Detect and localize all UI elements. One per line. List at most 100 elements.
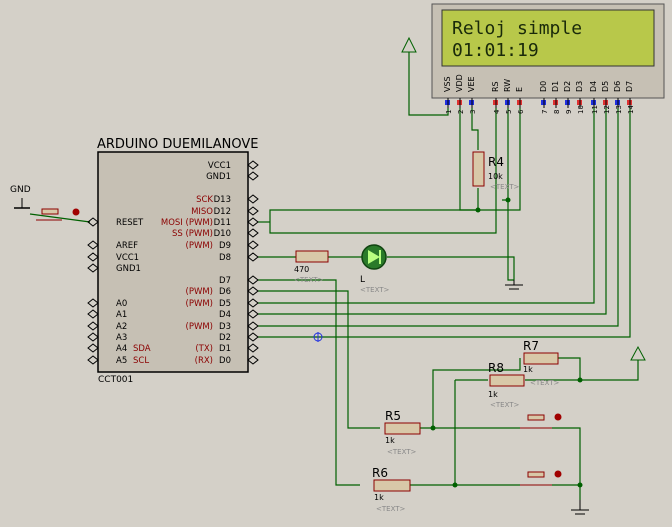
arduino-pin-terminal[interactable]: [247, 171, 259, 181]
r4-body: [472, 151, 485, 187]
pushbutton-1[interactable]: [520, 413, 562, 429]
arduino-pin-terminal[interactable]: [247, 160, 259, 170]
pushbutton-2[interactable]: [520, 470, 562, 486]
lcd-pin-label: D7: [625, 81, 634, 92]
r4-text: <TEXT>: [490, 183, 520, 191]
wire-led-gnd: [387, 256, 515, 280]
arduino-pin-terminal[interactable]: [247, 275, 259, 285]
arduino-pin-terminal[interactable]: [87, 332, 99, 342]
arduino-pin-label: D12: [214, 207, 231, 217]
arduino-pin-terminal[interactable]: [247, 355, 259, 365]
arduino-pin-terminal[interactable]: [87, 355, 99, 365]
arduino-pin-terminal[interactable]: [87, 343, 99, 353]
resistor-r5[interactable]: R5 1k <TEXT>: [384, 409, 421, 456]
ground-symbol-led: [505, 280, 523, 290]
arduino-pin-function: SCL: [133, 356, 149, 366]
junction: [475, 207, 481, 213]
arduino-pin-terminal[interactable]: [247, 194, 259, 204]
led-l[interactable]: L <TEXT>: [360, 244, 390, 294]
arduino-pin-terminal[interactable]: [87, 321, 99, 331]
led-label: L: [360, 275, 365, 285]
r8-value: 1k: [488, 390, 498, 399]
lcd-pin-label: D1: [551, 81, 560, 92]
arduino-pin-terminal[interactable]: [87, 240, 99, 250]
arduino-pin-function: (TX): [195, 344, 213, 354]
lcd-pin-number: 1: [445, 110, 453, 114]
arduino-pin-terminal[interactable]: [247, 286, 259, 296]
wire-d6: [258, 108, 619, 327]
r-led-text: <TEXT>: [294, 276, 324, 284]
wire-d4: [258, 108, 595, 304]
lcd-pin-number: 3: [469, 110, 477, 114]
lcd-pin-label: E: [515, 87, 524, 92]
r5-value: 1k: [385, 436, 395, 445]
wire-reset: [29, 213, 91, 223]
arduino-pin-label: D10: [214, 229, 231, 239]
arduino-pin-label: A1: [116, 310, 127, 320]
r6-body: [373, 479, 411, 492]
lcd-pin-number: 5: [505, 110, 513, 114]
arduino-pin-terminal[interactable]: [247, 309, 259, 319]
resistor-r6[interactable]: R6 1k <TEXT>: [372, 466, 411, 513]
resistor-led[interactable]: 470 <TEXT>: [294, 250, 329, 284]
arduino-pin-terminal[interactable]: [247, 252, 259, 262]
r7-label: R7: [523, 339, 539, 353]
r4-value: 10k: [488, 172, 503, 181]
arduino-pin-terminal[interactable]: [87, 252, 99, 262]
arduino-pin-function: SS (PWM): [172, 229, 213, 239]
arduino-pin-terminal[interactable]: [87, 263, 99, 273]
arduino-pin-label: D3: [219, 322, 231, 332]
led-text: <TEXT>: [360, 286, 390, 294]
arduino-pin-label: D4: [219, 310, 231, 320]
arduino-pin-terminal[interactable]: [247, 206, 259, 216]
button-indicator: [554, 470, 562, 478]
lcd-screen: [441, 9, 655, 67]
arduino-pin-label: GND1: [116, 264, 141, 274]
vcc-arrow-icon: [401, 36, 417, 53]
arduino-pin-terminal[interactable]: [247, 228, 259, 238]
lcd-pin-label: D4: [589, 81, 598, 92]
resistor-r8[interactable]: R8 1k <TEXT>: [488, 361, 525, 409]
r7-text: <TEXT>: [530, 379, 560, 387]
lcd-pin-label: VDD: [455, 74, 464, 92]
lcd-pin-label: D6: [613, 81, 622, 92]
lcd-pin-label: RS: [491, 81, 500, 92]
resistor-r4[interactable]: R4 10k <TEXT>: [472, 151, 520, 191]
lcd-pin-number: 6: [517, 109, 525, 114]
arduino-pin-terminal[interactable]: [87, 309, 99, 319]
arduino-pin-function: MOSI (PWM): [161, 218, 213, 228]
resistor-r7[interactable]: R7 1k <TEXT>: [523, 339, 560, 387]
arduino-board[interactable]: ARDUINO DUEMILANOVE CCT001 VCC1GND1D13SC…: [87, 137, 259, 385]
wire-gnd-link: [507, 200, 514, 281]
arduino-pin-label: D9: [219, 241, 231, 251]
reset-indicator: [72, 208, 80, 216]
arduino-pin-label: D8: [219, 253, 231, 263]
arduino-pin-terminal[interactable]: [247, 332, 259, 342]
reset-cap: [41, 208, 59, 215]
r8-text: <TEXT>: [490, 401, 520, 409]
arduino-pin-label: D2: [219, 333, 231, 343]
arduino-pin-terminal[interactable]: [247, 321, 259, 331]
lcd-pin-label: RW: [503, 79, 512, 92]
lcd-pin-number: 7: [541, 110, 549, 114]
wire-d5: [258, 108, 607, 315]
pushbutton-reset[interactable]: [36, 208, 80, 221]
lcd-line2: 01:01:19: [452, 40, 539, 61]
arduino-pin-label: D5: [219, 299, 231, 309]
lcd-display[interactable]: Reloj simple 01:01:19 VSS1VDD2VEE3RS4RW5…: [431, 3, 665, 114]
ground-symbol-buttons: [571, 500, 589, 515]
lcd-pin-label: VEE: [467, 76, 476, 92]
arduino-pin-terminal[interactable]: [247, 240, 259, 250]
arduino-pin-terminal[interactable]: [87, 217, 99, 227]
r8-label: R8: [488, 361, 504, 375]
arduino-pin-terminal[interactable]: [247, 217, 259, 227]
arduino-pin-terminal[interactable]: [247, 343, 259, 353]
vcc-arrow-icon: [630, 345, 646, 361]
arduino-pin-label: A4: [116, 344, 127, 354]
arduino-pin-label: D0: [219, 356, 231, 366]
lcd-pin-number: 12: [603, 105, 611, 114]
lcd-pin-label: D5: [601, 81, 610, 92]
arduino-pin-terminal[interactable]: [87, 298, 99, 308]
arduino-pin-terminal[interactable]: [247, 298, 259, 308]
arduino-pin-label: D13: [214, 195, 231, 205]
